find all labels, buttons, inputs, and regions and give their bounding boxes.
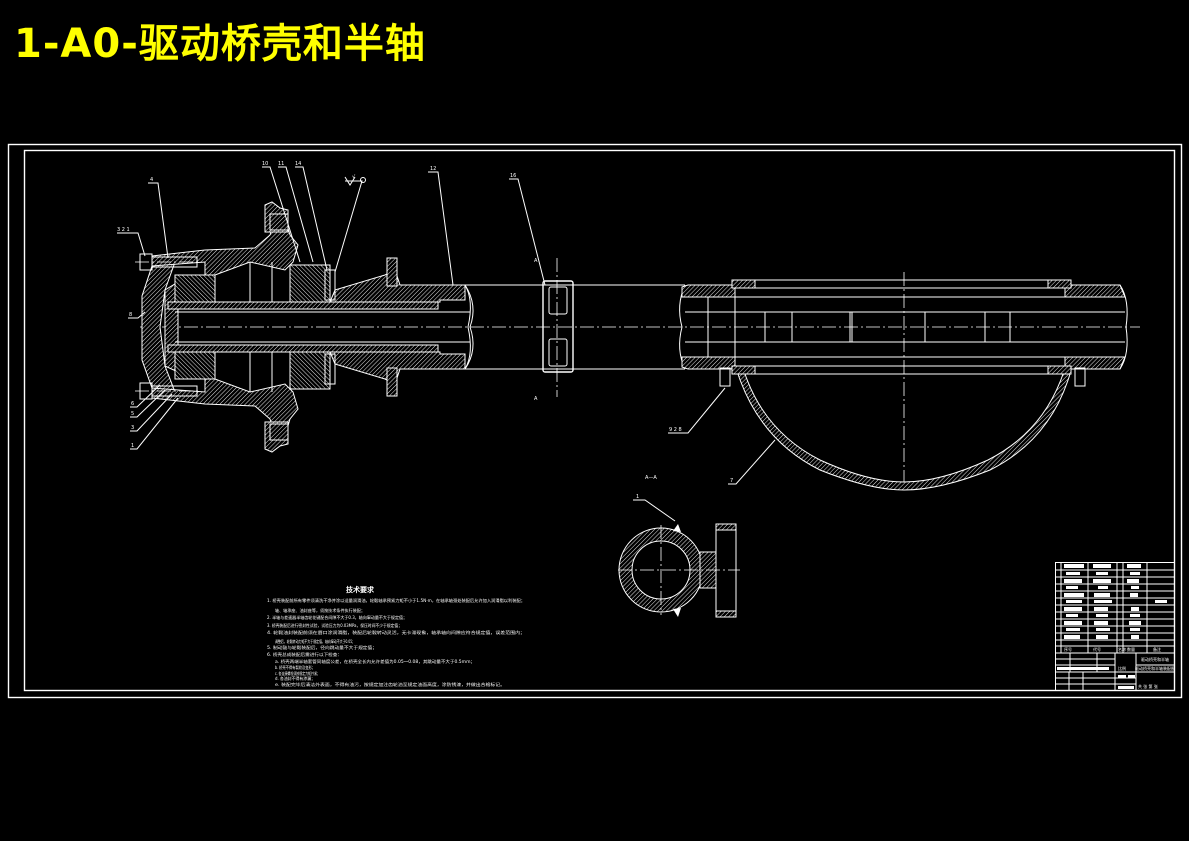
label-1: 1 [131,443,134,449]
label-10: 10 [262,161,268,167]
hub-body-lower [151,378,299,437]
tb-drawing-name: 驱动桥壳和半轴 [1141,656,1169,662]
bearing-outer-upper [289,264,331,303]
tech-req-line: 5. 制动鼓与轮毂装配后，径向跳动量不大于规定值； [267,644,377,651]
label-12: 12 [430,166,436,172]
label-3: 3 [131,425,134,431]
half-shaft-sleeve-lower [167,344,439,353]
tech-req-line: b. 桥壳不得有裂纹及变形； [275,664,315,671]
leader-lines: 4 3 2 1 8 6 5 3 1 10 11 14 √ 12 16 A A 9… [117,161,776,485]
tb-header-name: 名称 [1118,646,1126,652]
tech-req-line: e. 装配完毕后清洁外表面，不得有油污，按规定加注齿轮油至规定油面高度，涂防锈漆… [275,681,505,688]
housing-wall-left-upper [681,284,736,298]
housing-wall-right-lower [1064,356,1126,370]
outer-frame [7,143,1183,699]
tb-school-line: 驱动桥壳和半轴装配图 [1135,665,1175,671]
tb-sheet-label: 共 张 第 张 [1138,683,1158,689]
tb-header-remark: 备注 [1153,646,1161,652]
label-7: 7 [730,478,733,484]
bearing-outer-lower [289,351,331,390]
label-9-2-8: 9 2 8 [669,427,682,433]
hub-flange-lower [264,421,289,453]
drawing-title: 1-A0-驱动桥壳和半轴 [14,21,426,67]
tech-req-line: d. 各油封不得有渗漏； [275,675,315,682]
tech-req-line: c. 各连接螺栓须按规定力矩拧紧； [275,670,320,677]
tb-header-code: 代号 [1093,646,1101,652]
tech-req-line: a. 桥壳两端半轴套管同轴度公差，在桥壳全长内允许差值为0.05～0.08，其跳… [275,658,475,665]
bearing-inner-lower [174,351,216,380]
tb-header-no: 序号 [1064,646,1072,652]
half-shaft-sleeve-upper [167,301,439,310]
hub-assembly [135,201,1140,453]
label-8: 8 [129,312,132,318]
housing-wall-right-upper [1064,284,1126,298]
label-surface-mark: √ [352,174,356,180]
label-section-a-bottom: A [534,396,538,402]
bearing-inner-upper [174,274,216,303]
tech-req-line: 调整后，轮毂转动力矩不大于规定值，轴向窜动不大于0.05； [275,638,355,645]
tech-req-line: 2. 半轴与差速器半轴齿轮花键配合间隙不大于0.3，轴向窜动量不大于规定值； [267,614,407,621]
label-14: 14 [295,161,301,167]
housing-bowl [737,373,1071,491]
tech-req-line: 4. 轮毂油封装配前须在唇口涂润滑脂，装配后轮毂转动灵活，无卡滞现象，轴承轴向间… [267,629,525,636]
section-view-a-a: 1 A—A [618,475,740,618]
label-16: 16 [510,173,516,179]
tech-req-line: 1. 桥壳装配前所有零件须清洗干净并涂以适量润滑油，轮毂轴承预紧力矩不小于1.5… [267,597,525,604]
label-5: 5 [131,411,134,417]
housing-wall-left-lower [681,356,736,370]
label-section-a-top: A [534,258,538,264]
axle-housing [679,272,1128,492]
hub-body-upper [151,217,299,276]
clamp-block [542,280,574,373]
hub-flange-upper [264,201,289,233]
label-6: 6 [131,401,134,407]
section-view-label: A—A [645,475,657,481]
axle-tube [464,258,685,397]
tb-header-qty: 数量 [1127,646,1135,652]
hub-cap [141,261,176,393]
tech-req-heading: 技术要求 [346,585,375,594]
title-block: 序号 代号 名称 数量 备注 驱动桥壳和半轴 驱动桥壳和半轴装配图 比例 共 张… [1055,562,1175,691]
section-clamp [715,523,737,618]
label-4: 4 [150,177,153,183]
label-11: 11 [278,161,284,167]
inner-frame [23,149,1176,692]
tech-req-line: 3. 桥壳装配后进行密封性试验，试验压力为0.03MPa，保压时间不少于规定值； [267,622,402,629]
section-leader-label: 1 [636,494,639,500]
tech-req-line: 轴、轴承座、油封座等，须按技术条件执行装配； [275,607,365,614]
technical-requirements: 技术要求 1. 桥壳装配前所有零件须清洗干净并涂以适量润滑油，轮毂轴承预紧力矩不… [267,585,525,688]
tech-req-line: 6. 桥壳总成装配后需进行以下检查： [267,651,342,658]
label-3-2-1: 3 2 1 [117,227,130,233]
tb-scale-label: 比例 [1118,665,1126,671]
